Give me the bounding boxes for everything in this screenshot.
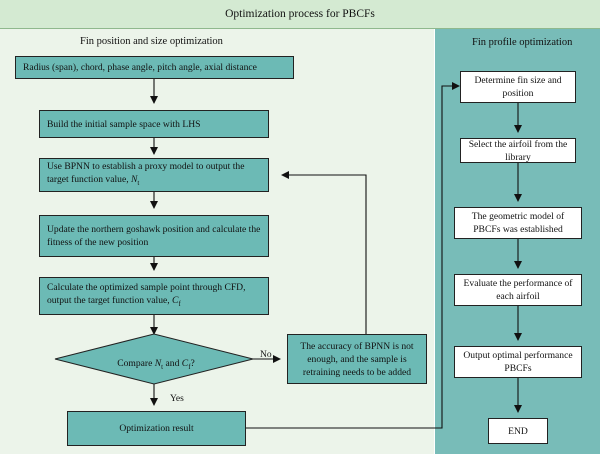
step-output-optimal: Output optimal performance PBCFs (454, 346, 582, 378)
step-cfd-calc: Calculate the optimized sample point thr… (39, 277, 269, 315)
diagram-title: Optimization process for PBCFs (0, 0, 600, 29)
retrain-note: The accuracy of BPNN is not enough, and … (287, 334, 427, 384)
step-evaluate-performance: Evaluate the performance of each airfoil (454, 274, 582, 306)
step-lhs-sample: Build the initial sample space with LHS (39, 110, 269, 138)
step-select-airfoil: Select the airfoil from the library (460, 138, 576, 163)
right-panel-title: Fin profile optimization (472, 37, 573, 48)
step-determine-fin: Determine fin size and position (460, 71, 576, 103)
no-label: No (260, 350, 272, 360)
step-goshawk-update: Update the northern goshawk position and… (39, 215, 269, 257)
end-box: END (488, 418, 548, 444)
optimization-result: Optimization result (67, 411, 246, 446)
yes-label: Yes (170, 394, 184, 404)
decision-label: Compare Nt and Cf? (117, 358, 195, 371)
left-panel-title: Fin position and size optimization (80, 36, 223, 47)
step-bpnn-proxy: Use BPNN to establish a proxy model to o… (39, 158, 269, 192)
step-geometric-model: The geometric model of PBCFs was establi… (454, 207, 582, 239)
step-design-variables: Radius (span), chord, phase angle, pitch… (15, 56, 294, 79)
